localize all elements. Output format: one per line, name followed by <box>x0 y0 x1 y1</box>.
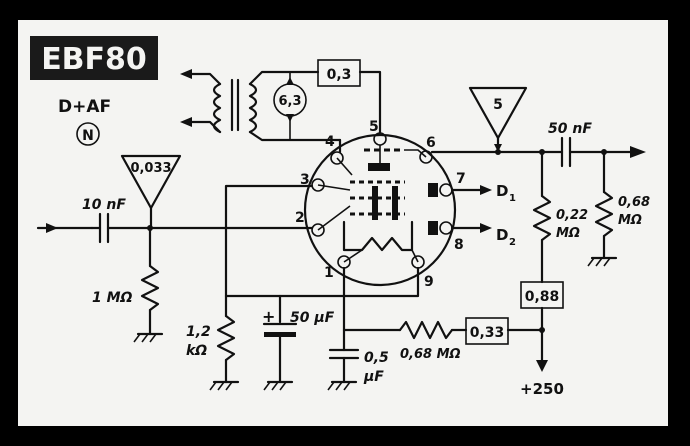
screen-resistor <box>398 320 454 340</box>
output-d2-label: D <box>496 226 508 244</box>
pin-number-9: 9 <box>424 274 434 290</box>
pin-circle-6 <box>419 150 433 164</box>
screen-resistor-label: 0,68 MΩ <box>400 347 461 362</box>
output-d1-label: D <box>496 182 508 200</box>
cathode-capacitor-plate-b <box>264 332 296 337</box>
supply-label: +250 <box>520 380 564 398</box>
output-d2-sub: 2 <box>509 237 516 248</box>
circled-marker-text: N <box>82 128 94 144</box>
pin-circle-2 <box>311 223 325 237</box>
pin-number-4: 4 <box>325 134 335 150</box>
tube-envelope <box>303 133 457 287</box>
output-resistor-label-1: 0,68 <box>618 195 650 210</box>
tube-schematic: EBF80 D+AF N <box>30 36 650 398</box>
cathode-capacitor-label: 50 μF <box>290 310 335 326</box>
pin-number-7: 7 <box>456 171 466 187</box>
cathode-resistor-label-1: 1,2 <box>186 324 211 340</box>
top-value-text: 0,3 <box>327 67 352 83</box>
output-resistor <box>594 190 614 238</box>
output-resistor-label-2: MΩ <box>618 213 642 228</box>
triangle-left <box>120 154 182 210</box>
circled-marker <box>76 122 100 146</box>
plate-resistor-label-2: MΩ <box>556 226 580 241</box>
title-text: EBF80 <box>41 42 147 77</box>
output-capacitor-label: 50 nF <box>548 121 592 137</box>
plate-resistor <box>532 194 552 242</box>
pin-number-1: 1 <box>324 265 334 281</box>
triangle-right-text: 5 <box>493 97 503 113</box>
svg-text:+: + <box>262 307 275 326</box>
heater-voltage-label: 6,3 <box>278 94 301 109</box>
right-value-text: 0,88 <box>525 289 560 305</box>
cathode-resistor-label-2: kΩ <box>186 343 207 359</box>
pin-circle-8 <box>439 221 453 235</box>
grid-resistor <box>140 264 160 312</box>
triangle-left-text: 0,033 <box>130 161 171 176</box>
pin-number-2: 2 <box>295 210 305 226</box>
title-box <box>30 36 158 80</box>
pin-number-6: 6 <box>426 135 436 151</box>
tube-internals <box>317 145 438 263</box>
cathode-resistor <box>216 314 236 362</box>
heater-transformer <box>180 69 342 142</box>
pin-circle-4 <box>330 151 344 165</box>
pin-circle-7 <box>439 183 453 197</box>
screen-capacitor-label-2: μF <box>363 369 384 385</box>
pin-number-3: 3 <box>300 172 310 188</box>
plate-resistor-label-1: 0,22 <box>556 208 588 223</box>
bottom-value-text: 0,33 <box>470 325 505 341</box>
pin-number-5: 5 <box>369 119 379 135</box>
screen-capacitor-label-1: 0,5 <box>364 350 389 366</box>
input-capacitor-label: 10 nF <box>82 197 126 213</box>
output-d1-sub: 1 <box>509 193 516 204</box>
triangle-right <box>468 86 528 140</box>
schematic-sheet: EBF80 D+AF N <box>18 20 668 426</box>
pin-number-8: 8 <box>454 237 464 253</box>
subtitle-text: D+AF <box>58 97 111 117</box>
grid-resistor-label: 1 MΩ <box>92 290 133 306</box>
